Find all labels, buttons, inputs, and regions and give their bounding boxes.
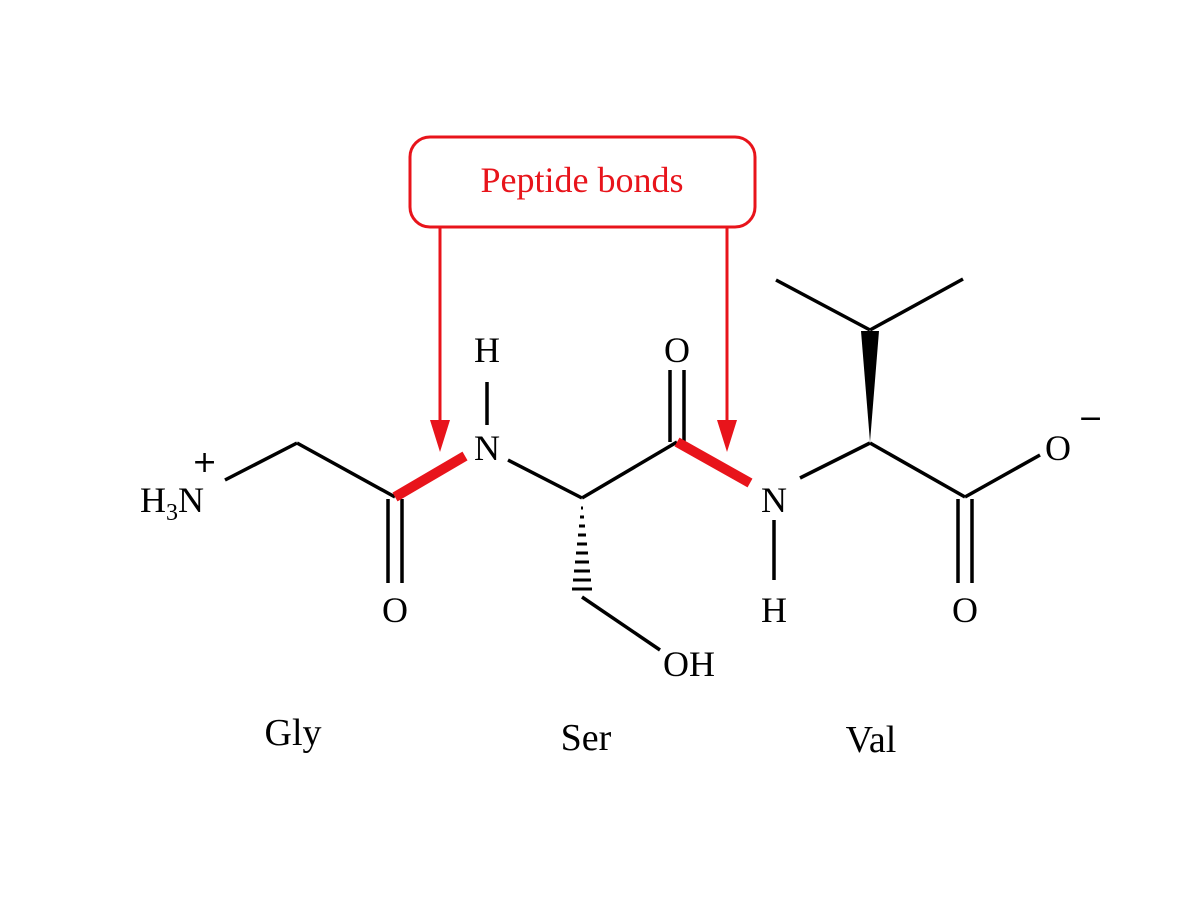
amide2-hydrogen: H: [761, 590, 787, 630]
bond-val-cb-ch3-right: [869, 277, 964, 332]
molecule-bonds: [224, 277, 1041, 652]
amide2-nitrogen: N: [761, 480, 787, 520]
ser-hashed-wedge-bond: [572, 506, 592, 591]
bond-ch2-carbonyl: [296, 441, 396, 499]
peptide-bonds: [392, 437, 753, 502]
amide1-hydrogen: H: [474, 330, 500, 370]
n-terminal-group: H3N: [140, 480, 204, 526]
callout-arrowhead-left: [430, 420, 450, 452]
residue-label-val: Val: [846, 719, 897, 761]
bond-carboxyl-o1: [964, 453, 1041, 499]
bond-ser-ca-co: [581, 440, 678, 500]
residue-label-ser: Ser: [561, 717, 612, 759]
carboxylate-oxygen-1: O: [1045, 428, 1071, 468]
ser-carbonyl-oxygen: O: [664, 330, 690, 370]
residue-labels: Gly Ser Val: [265, 712, 897, 761]
callout-box: [408, 135, 757, 229]
residue-label-gly: Gly: [265, 712, 322, 754]
amide1-nitrogen: N: [474, 428, 500, 468]
bond-nterm-ch2: [224, 441, 298, 482]
bond-n1-ser-ca: [507, 458, 583, 500]
peptide-bond-gly-ser: [392, 451, 468, 502]
peptide-bonds-callout: Peptide bonds: [408, 135, 757, 452]
bond-n2-val-ca: [799, 441, 871, 480]
atom-labels: H3N + O N H O OH N H O − O: [140, 330, 1103, 684]
gly-carbonyl-oxygen: O: [382, 590, 408, 630]
bond-val-ca-cooh: [869, 441, 966, 499]
ser-hydroxyl: OH: [663, 644, 715, 684]
bond-val-cb-ch3-left: [775, 278, 871, 332]
n-terminal-charge: +: [192, 445, 217, 480]
carboxylate-charge: −: [1078, 401, 1103, 436]
bond-ser-ch2-oh: [581, 595, 661, 652]
val-wedge-bond: [861, 331, 879, 442]
carboxylate-oxygen-2: O: [952, 590, 978, 630]
callout-label: Peptide bonds: [481, 160, 684, 200]
peptide-bond-ser-val: [674, 437, 753, 488]
callout-arrowhead-right: [717, 420, 737, 452]
